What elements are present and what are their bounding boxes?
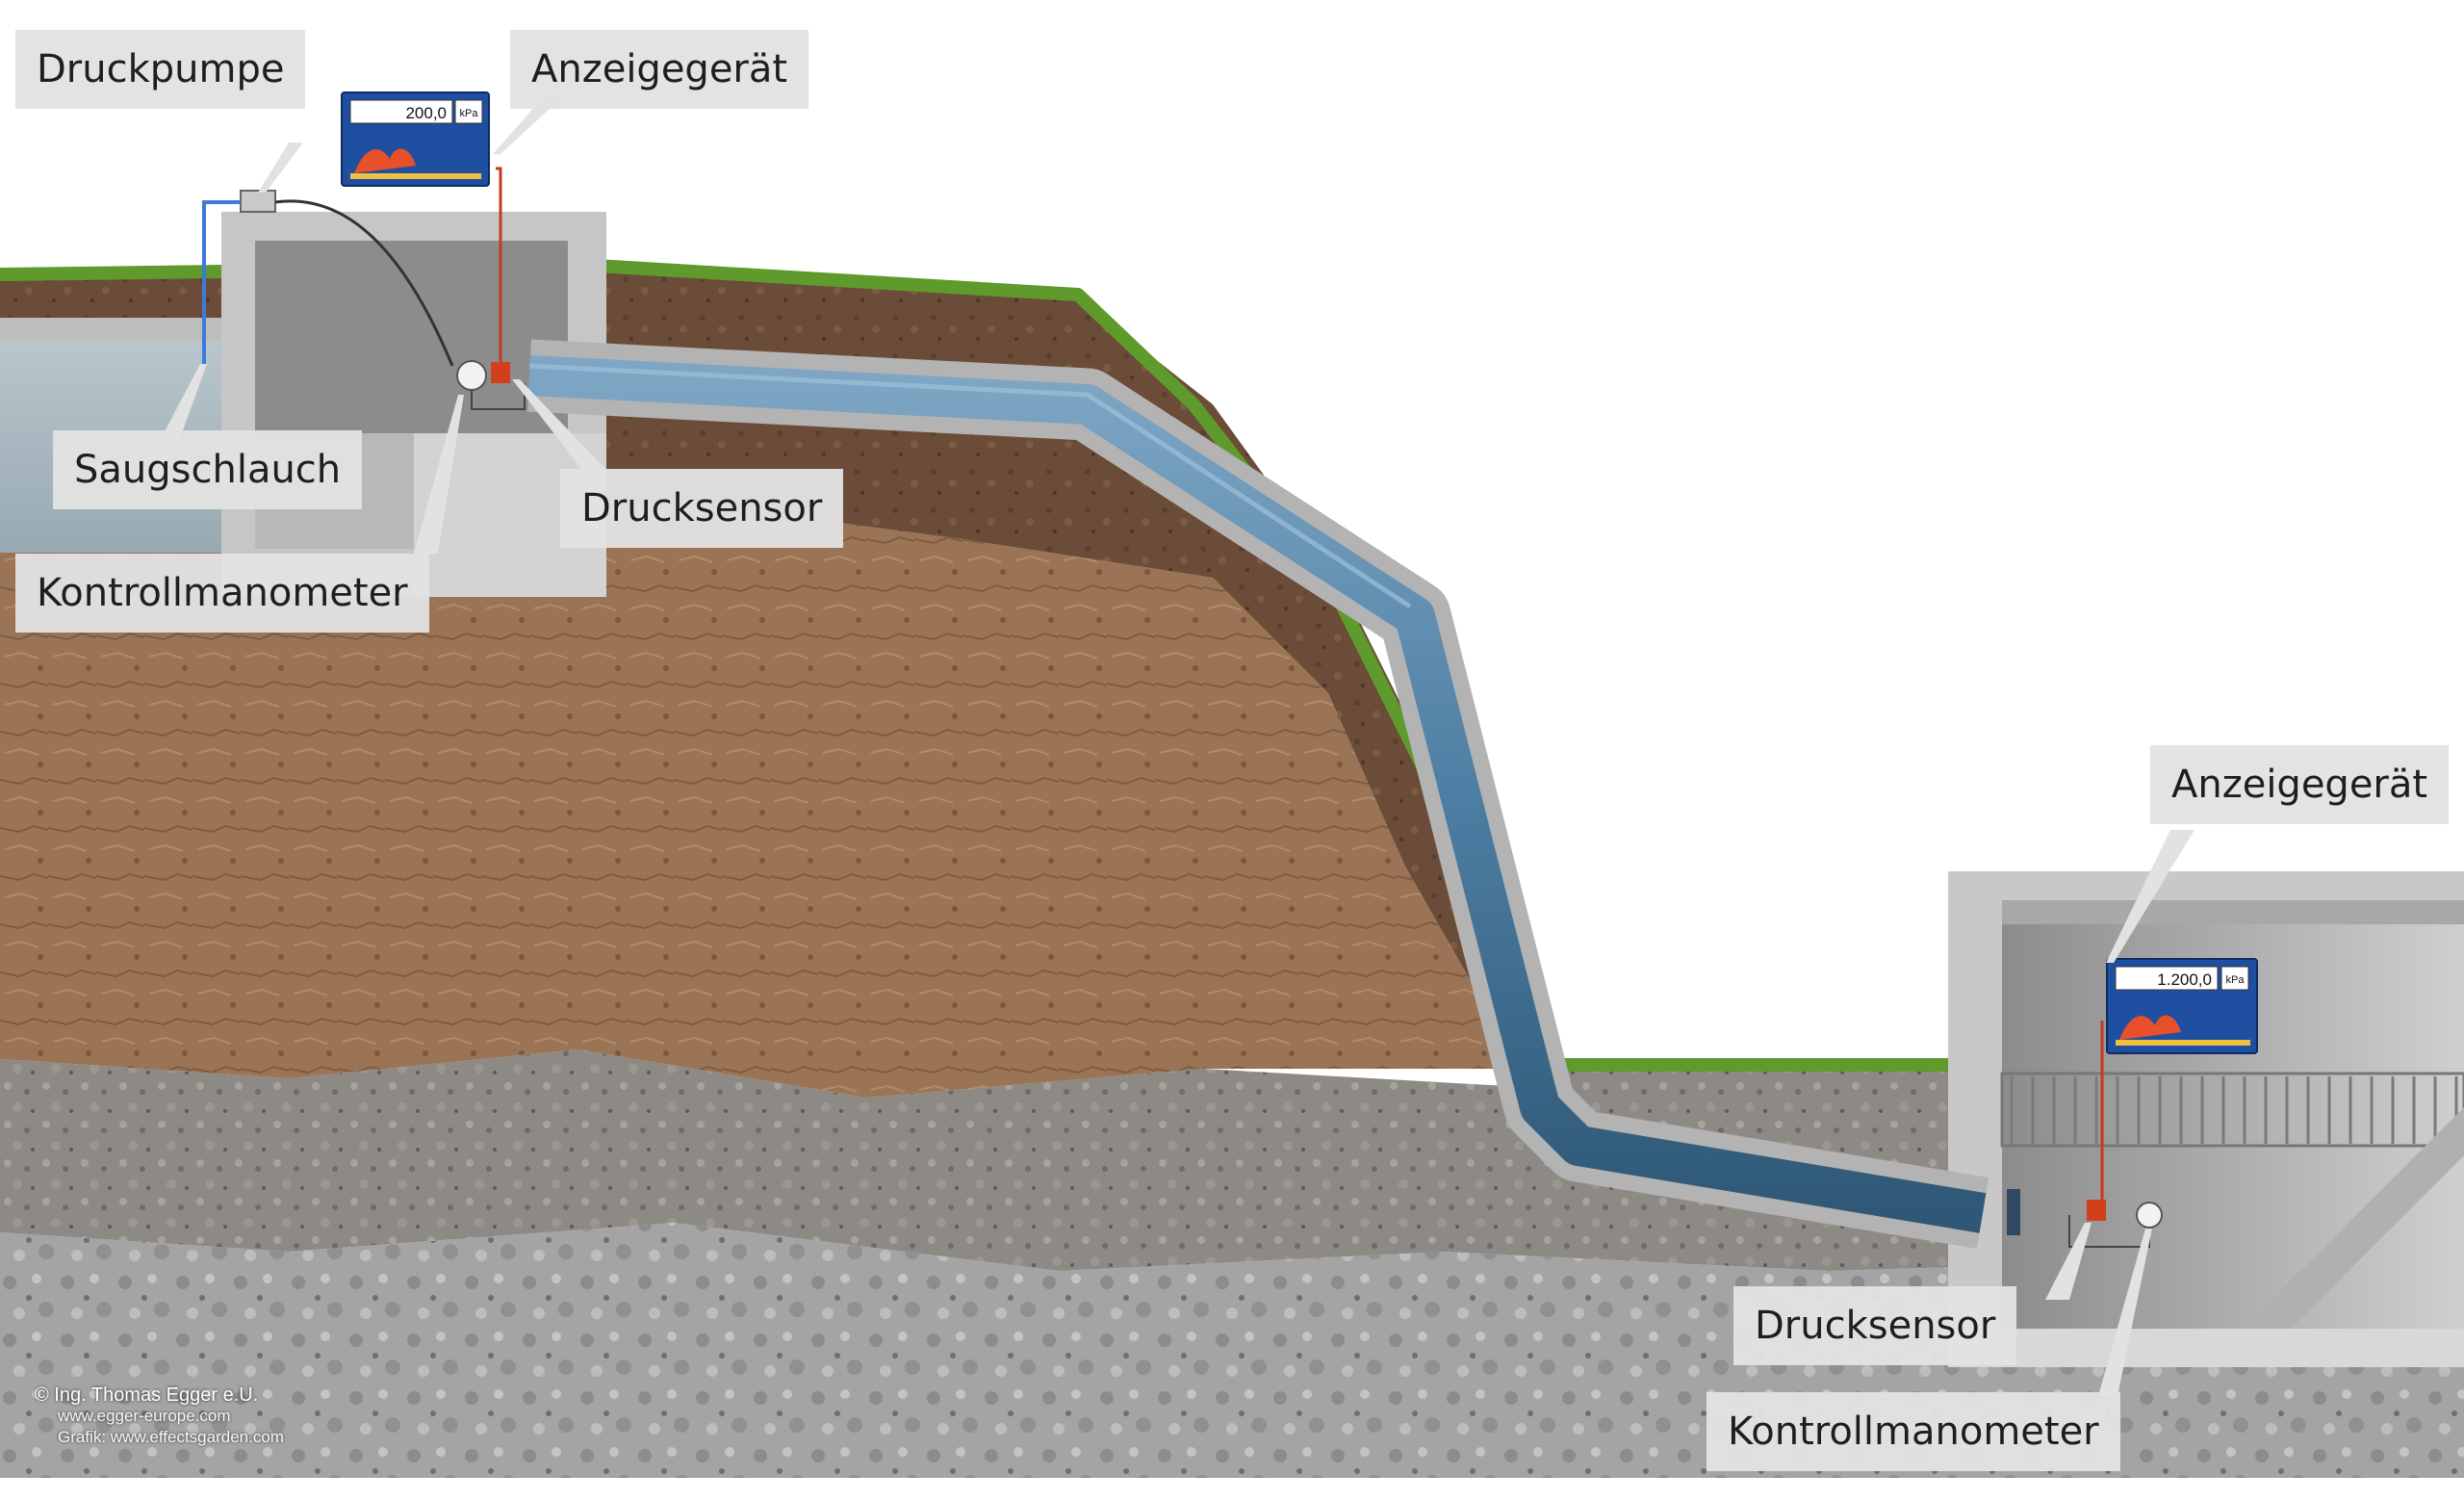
- label-anzeigegeraet-top: Anzeigegerät: [510, 30, 809, 109]
- display-top-value: 200,0: [405, 104, 447, 122]
- anzeigegeraet-bottom-device: 1.200,0 kPa: [2106, 958, 2258, 1054]
- railing-bars: [2010, 1076, 2458, 1144]
- label-kontrollmanometer-bottom: Kontrollmanometer: [1707, 1392, 2120, 1471]
- druckpumpe-unit: [240, 190, 276, 213]
- upper-shaft-interior: [255, 241, 568, 433]
- sensor-cable-top: [496, 167, 502, 366]
- pressure-test-pipe: [527, 355, 1987, 1233]
- lower-building-ceiling: [2002, 900, 2464, 924]
- drucksensor-bottom-device: [2087, 1200, 2106, 1221]
- label-drucksensor-bottom: Drucksensor: [1733, 1286, 2017, 1365]
- label-kontrollmanometer-top: Kontrollmanometer: [15, 554, 429, 633]
- label-anzeigegeraet-bottom: Anzeigegerät: [2150, 745, 2450, 824]
- label-drucksensor-top: Drucksensor: [560, 469, 844, 548]
- display-bottom-unit: kPa: [2226, 974, 2246, 986]
- copyright-line-3: Grafik: www.effectsgarden.com: [58, 1428, 284, 1446]
- anzeigegeraet-top-device: 200,0 kPa: [341, 91, 490, 187]
- pipe-flange: [2007, 1189, 2020, 1235]
- label-druckpumpe: Druckpumpe: [15, 30, 306, 109]
- drucksensor-top-device: [491, 362, 510, 383]
- pipe-highlight: [528, 363, 1412, 609]
- copyright-notice: © Ing. Thomas Egger e.U. www.egger-europ…: [35, 1385, 284, 1448]
- kontrollmanometer-bottom-device: [2136, 1202, 2163, 1229]
- building-floor: [1948, 1329, 2464, 1367]
- copyright-line-1: © Ing. Thomas Egger e.U.: [35, 1385, 259, 1406]
- kontrollmanometer-top-device: [456, 360, 487, 391]
- clay-layer: [0, 501, 1521, 1098]
- balcony-railing: [2000, 1072, 2464, 1148]
- basin-wall: [0, 318, 255, 341]
- manometer-link-top: [471, 383, 526, 410]
- staircase: [2243, 1107, 2464, 1329]
- display-top-unit: kPa: [460, 108, 479, 119]
- label-saugschlauch: Saugschlauch: [53, 430, 363, 509]
- pump-hose: [274, 199, 454, 367]
- display-bottom-value: 1.200,0: [2157, 970, 2212, 989]
- copyright-line-2: www.egger-europe.com: [58, 1407, 231, 1425]
- suction-hose: [202, 200, 241, 366]
